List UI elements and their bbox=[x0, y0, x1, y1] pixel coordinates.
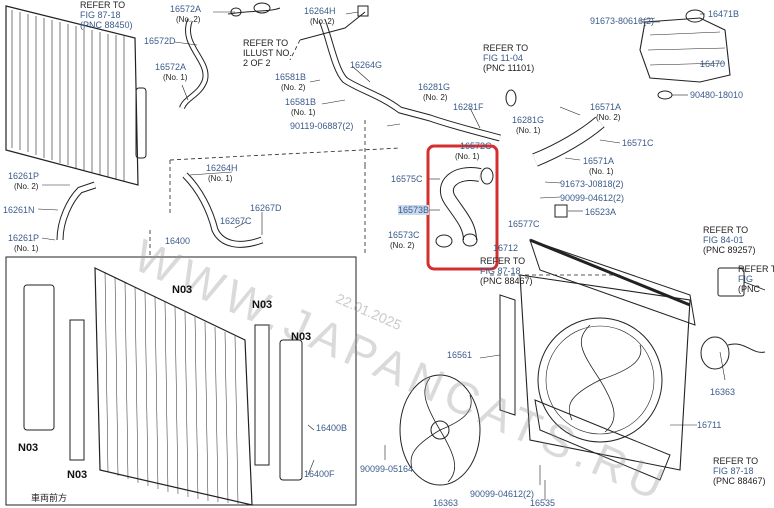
label-16572c[interactable]: 16572C bbox=[460, 141, 492, 151]
reservoir-tank bbox=[639, 9, 731, 100]
label-16264h-mid[interactable]: 16264H bbox=[206, 163, 238, 173]
label-16261p-1-no: (No. 2) bbox=[14, 182, 39, 191]
ref-top-left-line2: FIG 87-18 bbox=[80, 10, 121, 20]
ref-bottom[interactable]: REFER TO FIG 87-18 (PNC 88467) bbox=[713, 456, 766, 486]
condenser bbox=[5, 5, 147, 186]
label-90119[interactable]: 90119-06887(2) bbox=[290, 121, 354, 131]
label-16571a-2-no: (No. 1) bbox=[589, 167, 614, 176]
ref-illust-line2: ILLUST NO. bbox=[243, 48, 292, 58]
ref-bottom-line3: (PNC 88467) bbox=[713, 476, 766, 486]
fan bbox=[399, 374, 481, 486]
label-n03-a: N03 bbox=[172, 284, 193, 296]
ref-illust[interactable]: REFER TO ILLUST NO. 2 OF 2 bbox=[243, 38, 292, 68]
label-16400f[interactable]: 16400F bbox=[304, 469, 335, 479]
ref-fig-8401[interactable]: REFER TO FIG 84-01 (PNC 89257) bbox=[703, 225, 756, 255]
label-91673-mid[interactable]: 91673-J0818(2) bbox=[560, 179, 624, 189]
label-16264g[interactable]: 16264G bbox=[350, 60, 383, 70]
label-16267c[interactable]: 16267C bbox=[220, 216, 252, 226]
label-n03-b: N03 bbox=[252, 299, 273, 311]
label-91673-top[interactable]: 91673-80616(2) bbox=[590, 16, 655, 26]
ref-top-left[interactable]: REFER TO FIG 87-18 (PNC 88450) bbox=[80, 0, 133, 30]
label-16581b-2-no: (No. 1) bbox=[291, 108, 316, 117]
ref-fig-1104[interactable]: REFER TO FIG 11-04 (PNC 11101) bbox=[483, 43, 534, 73]
ref-fig-right[interactable]: REFER T FIG (PNC bbox=[738, 264, 774, 294]
ref-illust-line3: 2 OF 2 bbox=[243, 58, 271, 68]
ref-fig-8718-mid[interactable]: REFER TO FIG 87-18 (PNC 88467) bbox=[480, 256, 533, 286]
label-16470[interactable]: 16470 bbox=[700, 59, 726, 69]
ref-fig-8718-mid-line2: FIG 87-18 bbox=[480, 266, 521, 276]
ref-bottom-line2: FIG 87-18 bbox=[713, 466, 754, 476]
ref-top-left-line1: REFER TO bbox=[80, 0, 126, 10]
label-n03-d: N03 bbox=[18, 442, 39, 454]
ref-fig-1104-line3: (PNC 11101) bbox=[483, 63, 535, 73]
label-16573c-no: (No. 2) bbox=[390, 241, 415, 250]
front-note: 車両前方 bbox=[31, 493, 68, 503]
label-16575c[interactable]: 16575C bbox=[391, 174, 423, 184]
label-16267d[interactable]: 16267D bbox=[250, 203, 282, 213]
label-16281g-2-no: (No. 1) bbox=[516, 126, 541, 135]
ref-fig-8401-line1: REFER TO bbox=[703, 225, 749, 235]
ref-fig-1104-line2: FIG 11-04 bbox=[483, 53, 523, 63]
label-16581b-1-no: (No. 2) bbox=[281, 83, 306, 92]
label-16712[interactable]: 16712 bbox=[493, 243, 519, 253]
ref-fig-8401-line3: (PNC 89257) bbox=[703, 245, 756, 255]
label-16261p-1[interactable]: 16261P bbox=[8, 171, 40, 181]
label-16572a[interactable]: 16572A bbox=[155, 62, 187, 72]
label-16581b-2[interactable]: 16581B bbox=[285, 97, 317, 107]
label-16535[interactable]: 16535 bbox=[530, 498, 556, 508]
label-16363-bottom[interactable]: 16363 bbox=[433, 498, 459, 508]
ref-fig-1104-line1: REFER TO bbox=[483, 43, 529, 53]
ref-fig-right-line1: REFER T bbox=[738, 264, 774, 274]
label-16571a-2[interactable]: 16571A bbox=[583, 156, 615, 166]
label-16573c[interactable]: 16573C bbox=[388, 230, 420, 240]
ref-fig-8401-line2: FIG 84-01 bbox=[703, 235, 744, 245]
label-90480[interactable]: 90480-18010 bbox=[690, 90, 744, 100]
label-16281g-1-no: (No. 2) bbox=[423, 93, 448, 102]
label-16571a-1[interactable]: 16571A bbox=[590, 102, 622, 112]
label-16571c[interactable]: 16571C bbox=[622, 138, 654, 148]
label-16573b[interactable]: 16573B bbox=[398, 205, 430, 215]
label-16523a[interactable]: 16523A bbox=[585, 207, 617, 217]
label-16261n[interactable]: 16261N bbox=[3, 205, 35, 215]
ref-fig-8718-mid-line1: REFER TO bbox=[480, 256, 526, 266]
radiator bbox=[23, 267, 303, 506]
label-16261p-2-no: (No. 1) bbox=[14, 244, 39, 253]
ref-fig-right-line2: FIG bbox=[738, 274, 753, 284]
label-16571a-1-no: (No. 2) bbox=[596, 113, 621, 122]
label-16264h-mid-no: (No. 1) bbox=[208, 174, 233, 183]
label-90099-bm[interactable]: 90099-04612(2) bbox=[470, 489, 535, 499]
label-n03-e: N03 bbox=[67, 469, 88, 481]
label-16572c-no: (No. 1) bbox=[455, 152, 480, 161]
label-16572a-top-no: (No. 2) bbox=[176, 15, 201, 24]
label-16264h-top-no: (No. 2) bbox=[310, 17, 335, 26]
label-16572a-no: (No. 1) bbox=[163, 73, 188, 82]
ref-bottom-line1: REFER TO bbox=[713, 456, 759, 466]
ref-top-left-line3: (PNC 88450) bbox=[80, 20, 133, 30]
label-16281g-2[interactable]: 16281G bbox=[512, 115, 545, 125]
label-16281f[interactable]: 16281F bbox=[453, 102, 484, 112]
label-16572d[interactable]: 16572D bbox=[144, 36, 176, 46]
label-90099-mid[interactable]: 90099-04612(2) bbox=[560, 193, 625, 203]
label-16400[interactable]: 16400 bbox=[165, 236, 191, 246]
label-16363[interactable]: 16363 bbox=[710, 387, 736, 397]
fan-shroud bbox=[519, 239, 696, 481]
label-16577c[interactable]: 16577C bbox=[508, 219, 540, 229]
label-16572a-top[interactable]: 16572A bbox=[170, 4, 202, 14]
label-16561[interactable]: 16561 bbox=[447, 350, 473, 360]
label-16711[interactable]: 16711 bbox=[697, 420, 722, 430]
label-16471b[interactable]: 16471B bbox=[708, 9, 740, 19]
label-16264h-top[interactable]: 16264H bbox=[304, 6, 336, 16]
label-90099-bl[interactable]: 90099-05164 bbox=[360, 464, 414, 474]
label-16400b[interactable]: 16400B bbox=[316, 423, 348, 433]
label-16581b-1[interactable]: 16581B bbox=[275, 72, 307, 82]
label-16261p-2[interactable]: 16261P bbox=[8, 233, 40, 243]
label-n03-c: N03 bbox=[291, 331, 312, 343]
ref-illust-line1: REFER TO bbox=[243, 38, 289, 48]
label-16281g-1[interactable]: 16281G bbox=[418, 82, 451, 92]
ref-fig-8718-mid-line3: (PNC 88467) bbox=[480, 276, 533, 286]
ref-fig-right-line3: (PNC bbox=[738, 284, 760, 294]
